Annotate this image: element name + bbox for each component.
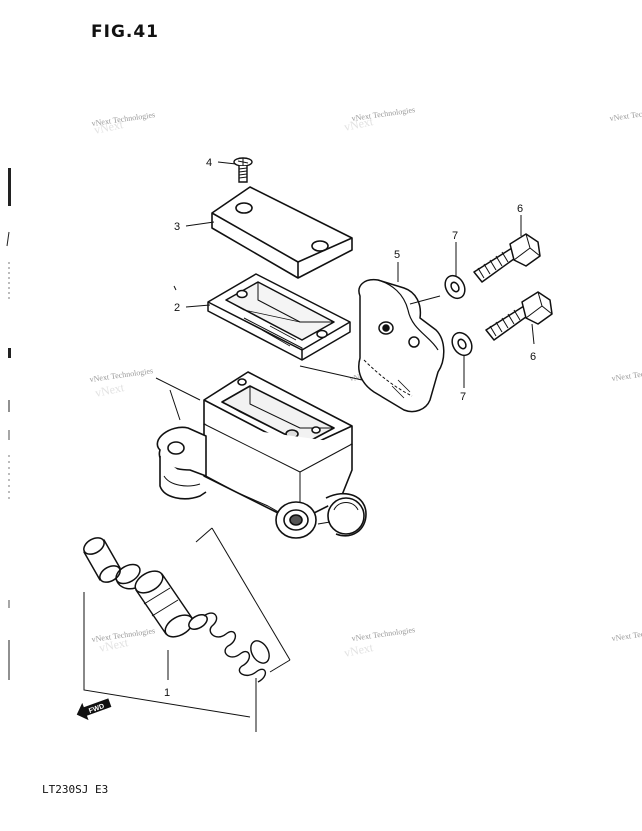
- part-diaphragm: [207, 273, 351, 361]
- watermark-4: vNext vNext Technologies: [89, 366, 154, 400]
- watermark-9: vNext Technologies: [611, 625, 642, 643]
- part-bolt-upper: [473, 233, 541, 283]
- watermark-8: vNext vNext Technologies: [343, 625, 416, 660]
- watermark-1: vNext vNext Technologies: [91, 110, 156, 137]
- svg-text:vNext: vNext: [93, 117, 125, 137]
- part-reservoir-cap: [211, 186, 353, 279]
- piston-boot: [83, 537, 121, 583]
- callout-part-4: 4: [206, 157, 212, 169]
- piston: [134, 570, 194, 638]
- watermark-7: vNext vNext Technologies: [91, 626, 156, 655]
- callout-part-6-lower: 6: [530, 351, 536, 363]
- fwd-arrow-icon: FWD: [76, 698, 112, 721]
- callout-part-2: 2: [174, 302, 180, 314]
- part-screw: [233, 157, 253, 183]
- watermark-text: vNext Technologies: [351, 625, 416, 643]
- watermark-text: vNext Technologies: [351, 105, 416, 123]
- svg-text:vNext: vNext: [343, 114, 375, 134]
- figure-title: FIG.41: [91, 22, 160, 42]
- part-piston-kit: [83, 537, 270, 683]
- svg-text:vNext: vNext: [94, 380, 126, 400]
- watermark-text: vNext Technologies: [611, 365, 642, 383]
- leader-lines: [83, 161, 535, 732]
- part-bolt-lower: [485, 291, 553, 341]
- callout-part-5: 5: [394, 249, 400, 261]
- callout-labels: 4 3 2 5 7 6 6 7 1: [164, 157, 536, 699]
- part-washer-upper: [444, 274, 466, 300]
- piston-cup: [188, 614, 208, 630]
- fwd-label: FWD: [88, 703, 105, 715]
- svg-text:vNext: vNext: [98, 635, 130, 655]
- svg-text:vNext: vNext: [343, 640, 375, 660]
- callout-part-6-upper: 6: [517, 203, 523, 215]
- callout-part-7-lower: 7: [460, 391, 466, 403]
- callout-part-1: 1: [164, 687, 170, 699]
- scan-dot: [173, 285, 177, 291]
- callout-part-7-upper: 7: [452, 230, 458, 242]
- watermark-text: vNext Technologies: [91, 110, 156, 128]
- model-code: LT230SJ E3: [42, 783, 109, 796]
- scan-edge-marks: [6, 168, 11, 680]
- watermark-text: vNext Technologies: [611, 625, 642, 643]
- callout-part-3: 3: [174, 221, 180, 233]
- part-master-cylinder-body: [156, 371, 367, 539]
- part-washer-lower: [451, 331, 473, 357]
- part-clamp: [358, 278, 445, 413]
- watermark-3: vNext Technologies: [609, 105, 642, 123]
- watermark-2: vNext vNext Technologies: [343, 105, 416, 134]
- watermark-text: vNext Technologies: [609, 105, 642, 123]
- return-spring: [203, 612, 270, 683]
- watermark-6: vNext Technologies: [611, 365, 642, 383]
